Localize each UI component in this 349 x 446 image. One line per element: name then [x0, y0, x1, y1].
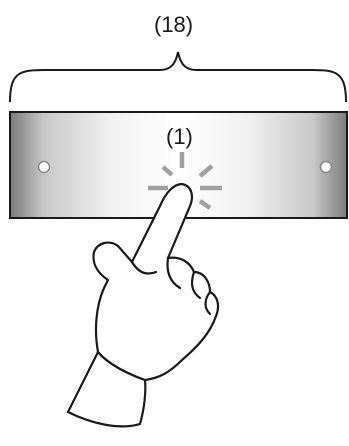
group-label: (18): [154, 14, 193, 36]
left-mounting-hole: [39, 162, 50, 173]
right-mounting-hole: [321, 162, 332, 173]
group-brace: [10, 52, 346, 102]
panel-label: (1): [166, 126, 193, 148]
hand-pointer-icon: [68, 184, 218, 426]
